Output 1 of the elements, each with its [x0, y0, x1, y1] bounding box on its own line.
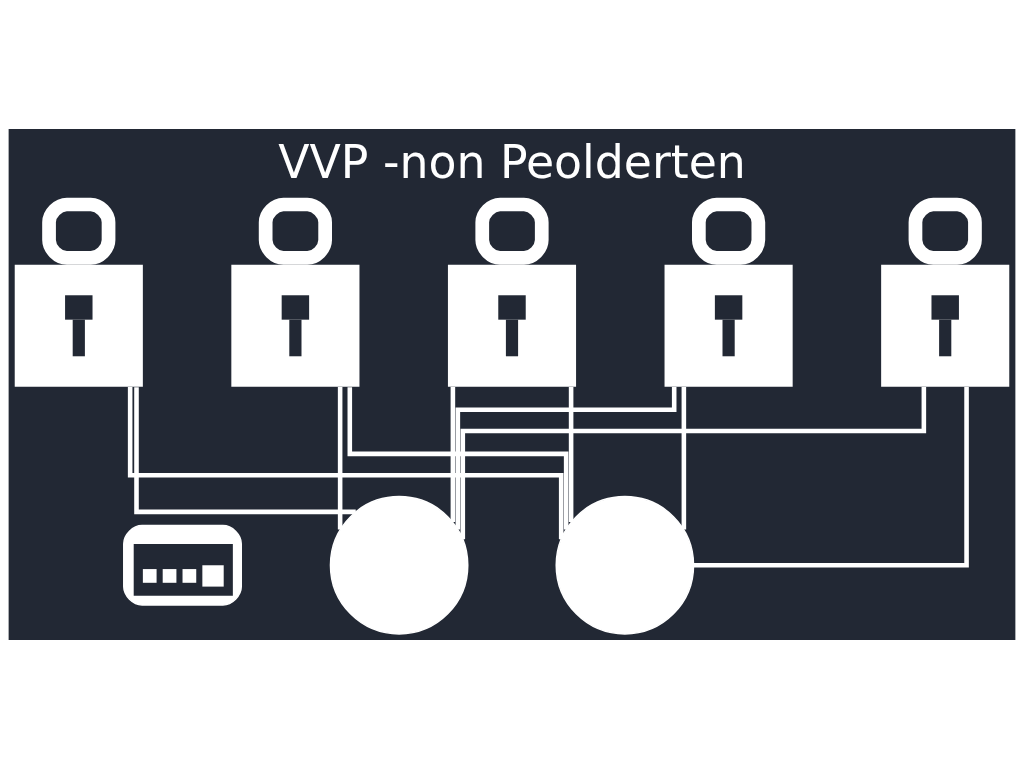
diagram-title: VVP -non Peolderten	[278, 135, 746, 189]
